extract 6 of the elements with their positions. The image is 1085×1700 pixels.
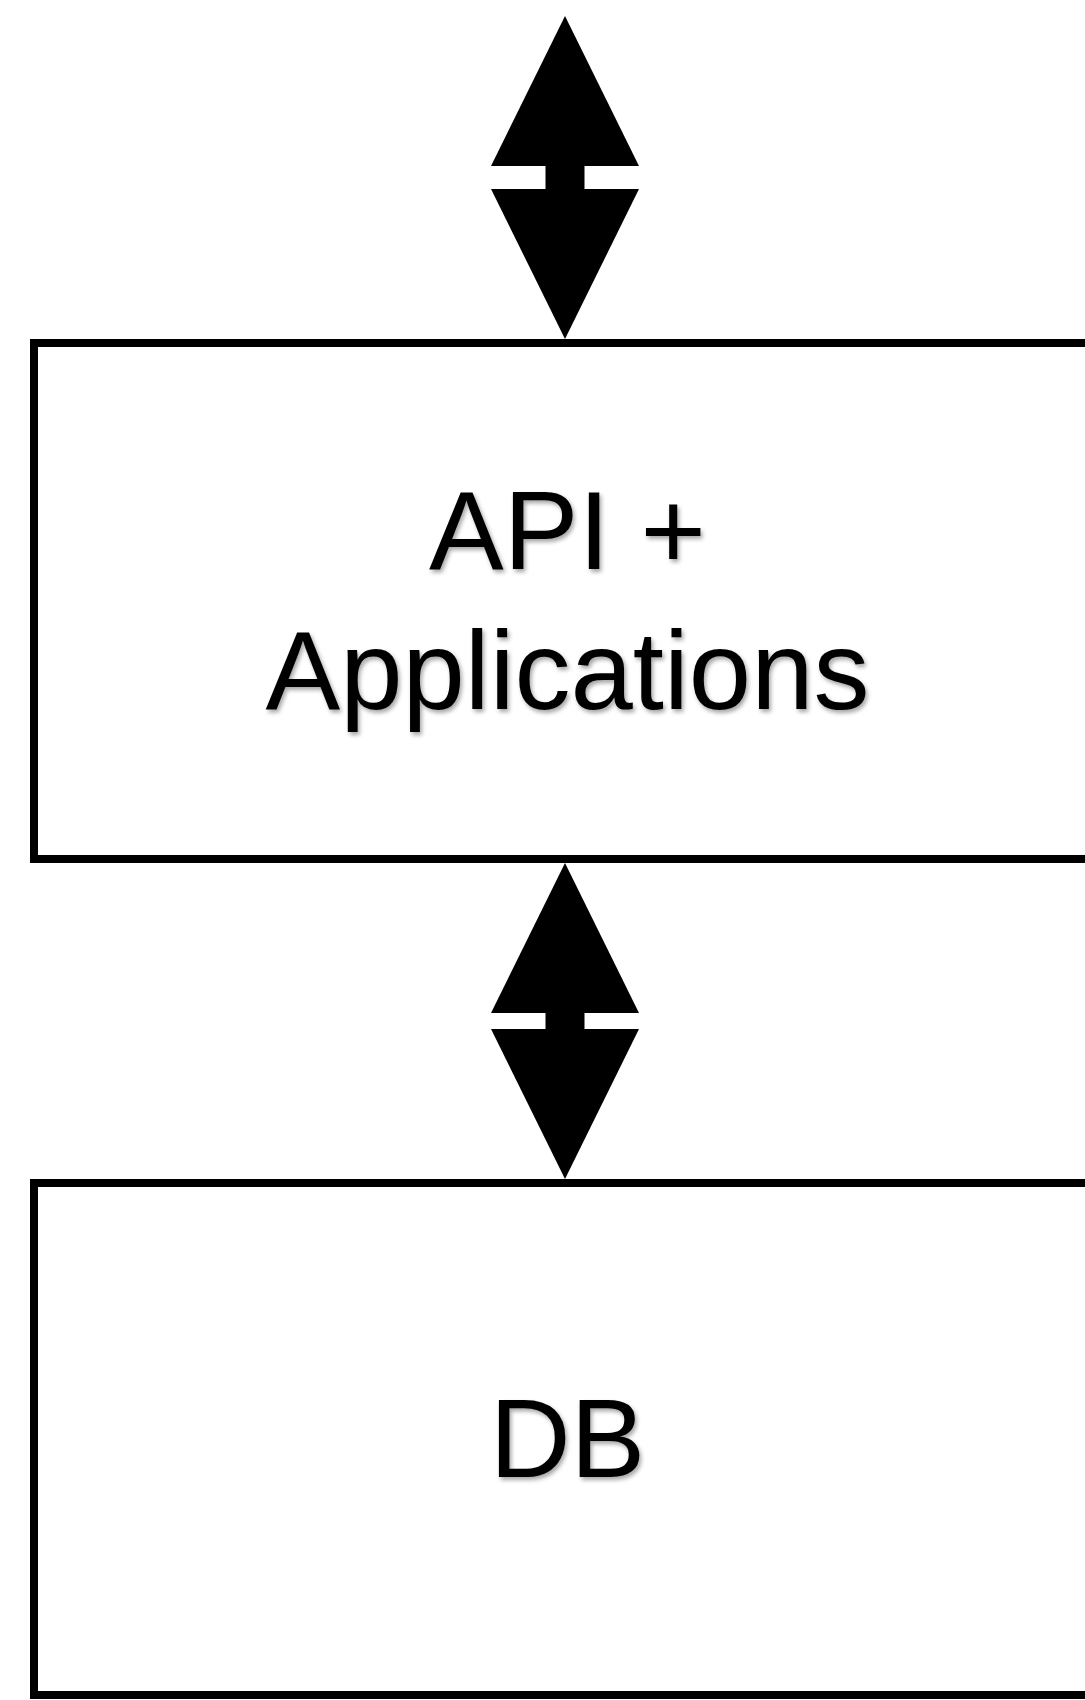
box-label: API + Applications (264, 467, 871, 735)
process-box (30, 339, 1085, 863)
box-label: DB (489, 1375, 646, 1503)
double-headed-arrow (491, 863, 639, 1179)
double-headed-arrow (491, 16, 639, 339)
process-box (30, 1179, 1085, 1699)
